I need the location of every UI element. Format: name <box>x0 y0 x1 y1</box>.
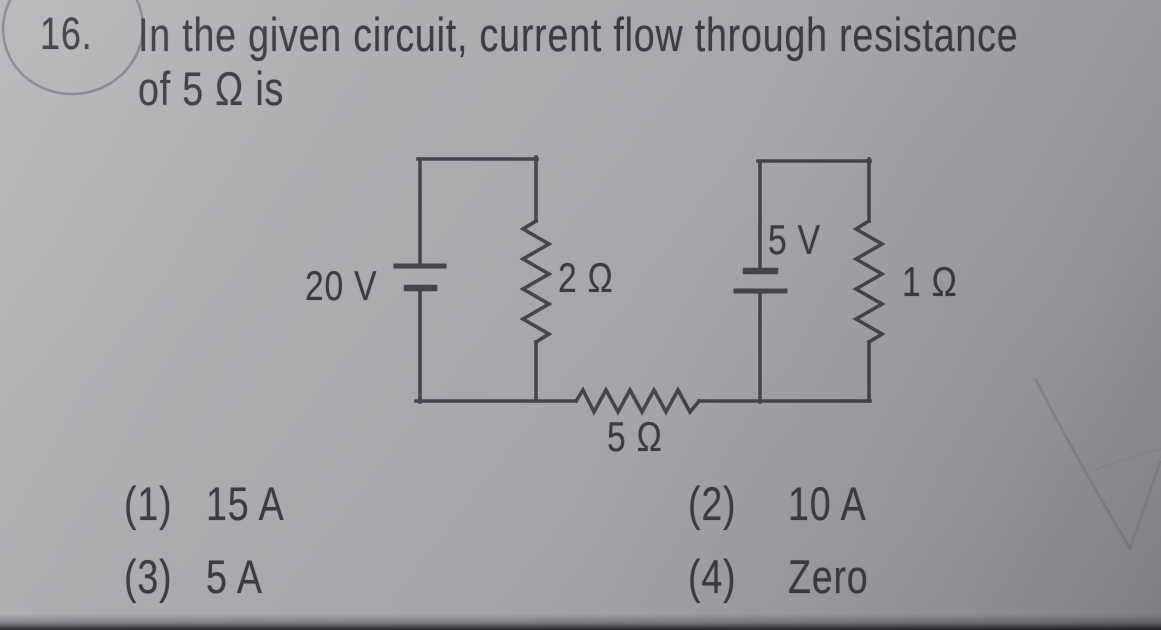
question-number: 16. <box>40 8 93 59</box>
option-2-number: (2) <box>688 477 737 530</box>
resistor-5ohm-icon <box>573 386 702 416</box>
option-1-number: (1) <box>124 477 173 530</box>
option-1-label: 15 A <box>206 477 285 530</box>
page-edge-shadow <box>0 614 1161 630</box>
wire-right-loop <box>756 157 872 404</box>
pencil-circle-mark <box>1 0 145 96</box>
series-resistor-label: 5 Ω <box>607 413 663 460</box>
right-parallel-resistor-label: 1 Ω <box>902 258 958 305</box>
resistor-1ohm-icon <box>852 218 886 345</box>
option-3-label: 5 A <box>206 550 263 603</box>
left-battery-label: 20 V <box>305 262 378 309</box>
right-battery-label: 5 V <box>768 216 821 263</box>
paper-crease-line <box>1095 448 1161 471</box>
option-2-label: 10 A <box>788 477 867 530</box>
option-4-label: Zero <box>788 550 869 603</box>
resistor-2ohm-icon <box>519 218 553 345</box>
wire-left-loop <box>414 155 578 404</box>
question-text-line-2: of 5 Ω is <box>138 62 285 115</box>
option-3-number: (3) <box>124 550 173 603</box>
pencil-check-mark <box>1034 378 1132 550</box>
left-parallel-resistor-label: 2 Ω <box>558 254 614 301</box>
question-text-line-1: In the given circuit, current flow throu… <box>138 8 1019 61</box>
pencil-check-mark-tail <box>1128 460 1161 550</box>
battery-20v-icon <box>393 263 447 292</box>
battery-5v-icon <box>733 267 788 294</box>
option-4-number: (4) <box>688 550 737 603</box>
